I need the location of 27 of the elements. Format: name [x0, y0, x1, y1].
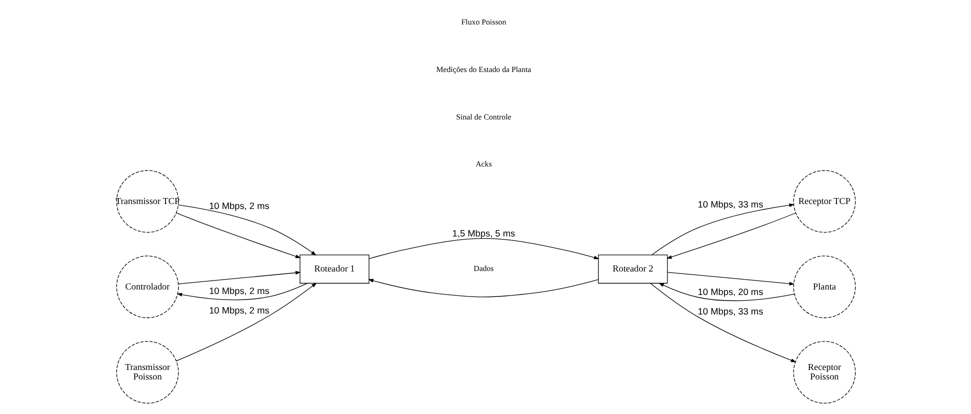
edge-label: 10 Mbps, 33 ms	[697, 199, 763, 210]
arrow	[666, 212, 796, 259]
edge-label: 10 Mbps, 2 ms	[208, 305, 269, 316]
edge-label: 10 Mbps, 2 ms	[208, 286, 269, 296]
arrow	[650, 203, 794, 256]
node-circle: Transmissor TCP	[116, 170, 178, 233]
arrow	[178, 270, 300, 284]
arrow	[176, 283, 308, 300]
arrow	[368, 238, 599, 260]
arrow	[368, 278, 598, 298]
arrow	[650, 282, 796, 362]
node-circle: Receptor TCP	[792, 170, 856, 233]
node-circle: Controlador	[116, 256, 178, 318]
node-circle: Transmissor Poisson	[116, 341, 178, 404]
edge-label: 10 Mbps, 20 ms	[697, 286, 763, 297]
edge-label: 10 Mbps, 33 ms	[697, 306, 763, 317]
node-box: Roteador 1	[299, 254, 369, 284]
node-circle: Planta	[792, 256, 856, 318]
arrow	[175, 282, 316, 362]
arrow	[178, 204, 316, 256]
arrow	[666, 272, 794, 286]
edge-label: 1,5 Mbps, 5 ms	[452, 228, 515, 238]
node-box: Roteador 2	[598, 254, 668, 284]
arrow	[658, 282, 794, 301]
arrow	[176, 212, 300, 258]
node-circle: Receptor Poisson	[792, 341, 856, 404]
edge-label: 10 Mbps, 2 ms	[208, 200, 269, 211]
